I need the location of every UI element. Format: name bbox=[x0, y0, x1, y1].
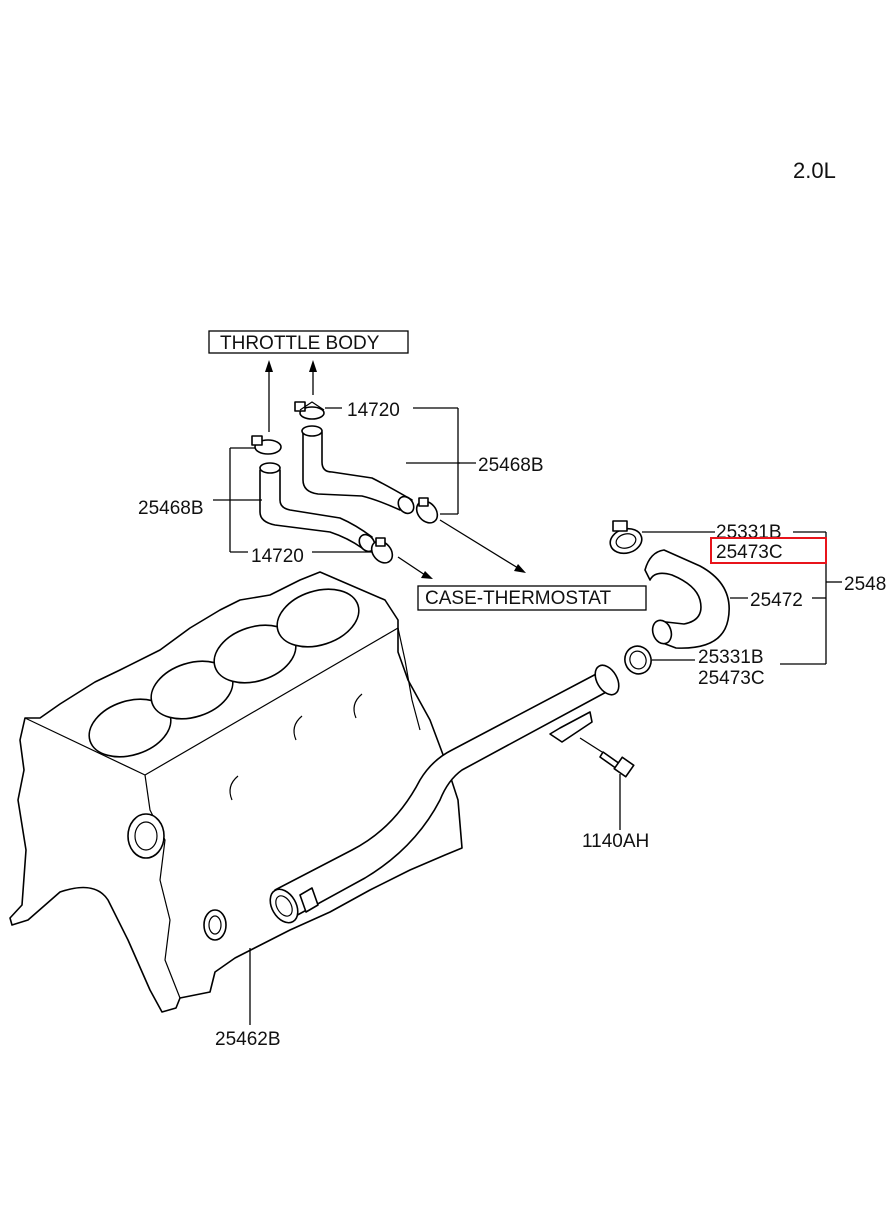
part-number-25331b-top: 25331B bbox=[716, 522, 782, 543]
part-number-25468b-left: 25468B bbox=[138, 498, 204, 519]
part-number-25331b-bottom: 25331B bbox=[698, 647, 764, 668]
hose-clamp-bottom-25331b bbox=[624, 645, 652, 675]
throttle-body-label: THROTTLE BODY bbox=[220, 333, 380, 354]
part-number-25472: 25472 bbox=[750, 590, 803, 611]
throttle-body-callout: THROTTLE BODY bbox=[208, 330, 409, 354]
bypass-hose-upper bbox=[301, 425, 415, 515]
part-number-25468b-right: 25468B bbox=[478, 455, 544, 476]
highlighted-part-25473c[interactable]: 25473C bbox=[710, 537, 827, 564]
case-thermostat-label: CASE-THERMOSTAT bbox=[425, 588, 612, 609]
hose-clamp-left-top bbox=[251, 435, 282, 455]
arrow-to-throttle-right bbox=[309, 360, 317, 395]
part-number-assembly: 2548 bbox=[844, 574, 886, 595]
hose-clamp-upper bbox=[294, 401, 325, 420]
engine-block bbox=[9, 571, 463, 1013]
hose-clamp-upper-end bbox=[415, 497, 439, 524]
part-number-25473c-bottom: 25473C bbox=[698, 668, 765, 689]
leader-lines-upper-group bbox=[325, 407, 476, 515]
part-number-25462b: 25462B bbox=[215, 1029, 281, 1050]
highlight-box bbox=[710, 537, 827, 564]
part-number-14720-upper: 14720 bbox=[347, 400, 400, 421]
arrow-to-throttle-left bbox=[265, 360, 273, 432]
arrow-to-thermostat-lower bbox=[397, 556, 433, 579]
hose-clamp-left-end bbox=[370, 537, 394, 564]
part-number-25473c-top[interactable]: 25473C bbox=[716, 542, 783, 563]
engine-variant-label: 2.0L bbox=[793, 158, 836, 183]
hose-clamp-top-25331b bbox=[609, 520, 643, 555]
water-pipe-25462b bbox=[269, 664, 620, 924]
water-hose-25472 bbox=[644, 549, 730, 649]
part-number-14720-lower: 14720 bbox=[251, 546, 304, 567]
bypass-hose-left bbox=[259, 462, 376, 553]
bolt-1140ah bbox=[579, 737, 635, 830]
case-thermostat-callout: CASE-THERMOSTAT bbox=[417, 585, 647, 611]
part-number-1140ah: 1140AH bbox=[582, 831, 649, 852]
leader-lines-left-group bbox=[213, 447, 372, 553]
arrow-to-thermostat-upper bbox=[439, 519, 526, 573]
